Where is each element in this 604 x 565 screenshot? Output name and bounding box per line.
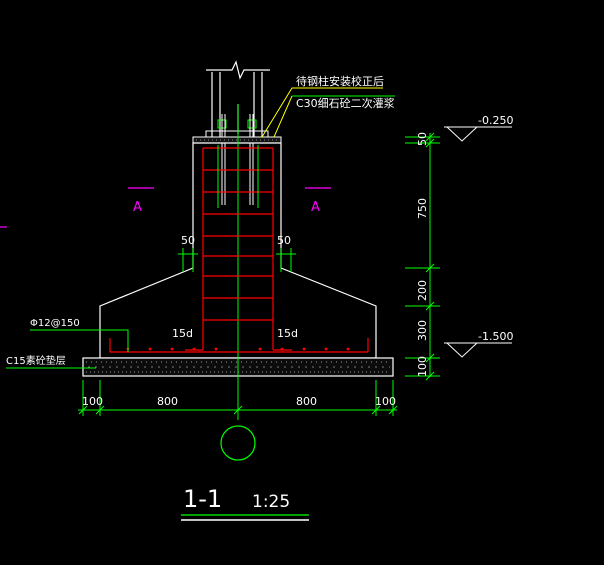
vdim-750: 750 <box>416 198 429 219</box>
elevation-marker-bottom <box>444 342 512 358</box>
offset-dim-right <box>276 248 296 272</box>
section-label-left: A <box>133 200 142 215</box>
drawing-title: 1-1 <box>183 485 222 513</box>
drawing-scale: 1:25 <box>252 492 290 512</box>
offset-dim-left <box>178 248 198 272</box>
column-vertical-bars <box>217 145 259 208</box>
offset-label-left: 50 <box>181 234 195 247</box>
rebar-cage <box>109 147 369 353</box>
hdim-left-800: 800 <box>157 395 178 408</box>
grout-leaders <box>261 87 395 138</box>
hdim-right-800: 800 <box>296 395 317 408</box>
grout-note-line1: 待钢柱安装校正后 <box>296 74 384 88</box>
hdim-left-100: 100 <box>82 395 103 408</box>
vdim-300: 300 <box>416 320 429 341</box>
grout-note-line2: C30细石砼二次灌浆 <box>296 96 395 110</box>
section-label-right: A <box>311 200 320 215</box>
anchor-label-left: 15d <box>172 327 193 340</box>
rebar-spec-leader <box>30 329 129 352</box>
bedding-label: C15素砼垫层 <box>6 354 66 367</box>
vdim-200: 200 <box>416 280 429 301</box>
elevation-marker-top <box>444 126 512 142</box>
elevation-bottom-label: -1.500 <box>478 330 513 343</box>
rebar-dots <box>126 347 350 351</box>
anchor-label-right: 15d <box>277 327 298 340</box>
vdim-100: 100 <box>416 356 429 377</box>
base-plate <box>205 114 269 205</box>
axis-bubble <box>220 425 256 461</box>
section-mark-right: A <box>305 187 331 215</box>
vdim-50: 50 <box>416 132 429 146</box>
vertical-dimension-chain <box>405 132 440 381</box>
hdim-right-100: 100 <box>375 395 396 408</box>
horizontal-dimension-chain <box>78 380 398 416</box>
offset-label-right: 50 <box>277 234 291 247</box>
section-mark-left: A <box>128 187 154 215</box>
rebar-spec-label: Φ12@150 <box>30 318 80 329</box>
grout-layer <box>192 136 282 144</box>
elevation-top-label: -0.250 <box>478 114 513 127</box>
